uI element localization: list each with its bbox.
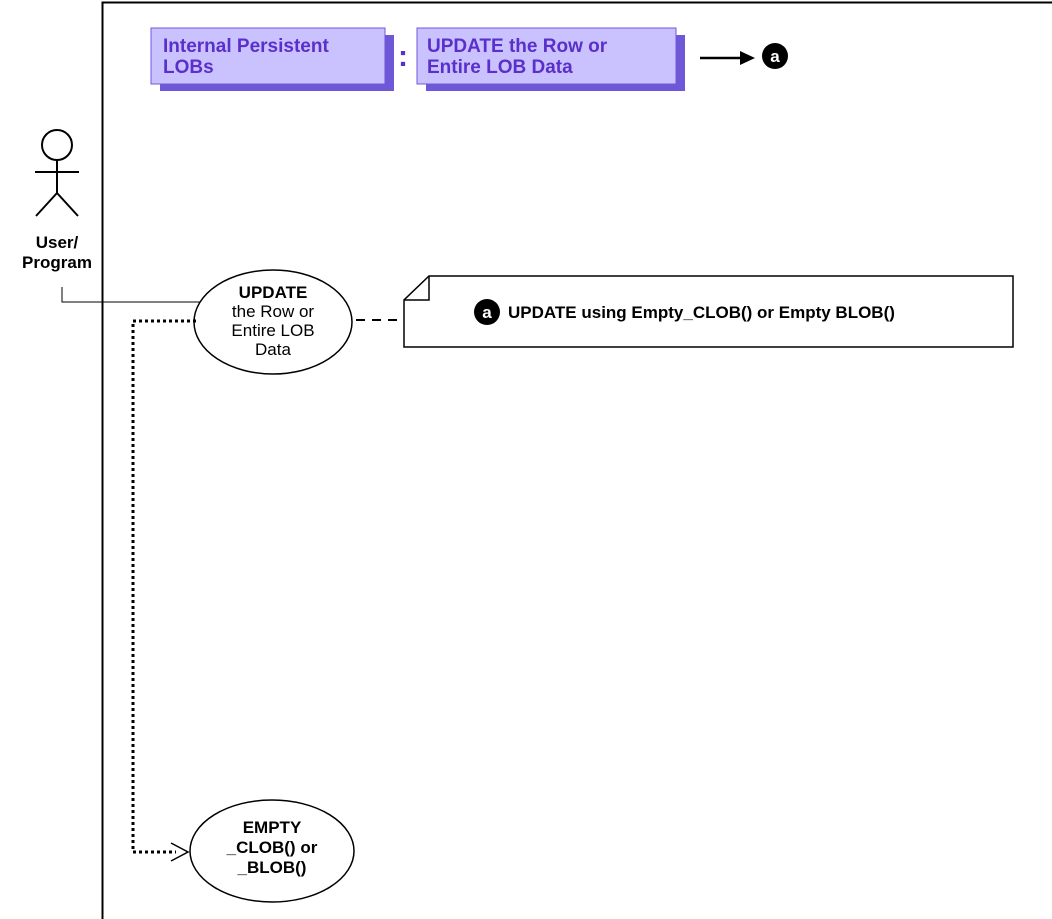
header-box2-line1: UPDATE the Row or xyxy=(427,36,608,57)
note-box: a UPDATE using Empty_CLOB() or Empty BLO… xyxy=(403,275,1014,348)
diagram-frame xyxy=(101,1,1052,919)
actor-stick-figure-icon xyxy=(35,129,79,217)
note-marker-a-icon: a xyxy=(474,299,500,325)
note-text: UPDATE using Empty_CLOB() or Empty BLOB(… xyxy=(508,303,895,322)
usecase-update-line3: Entire LOB xyxy=(231,321,314,340)
header-box-update-row: UPDATE the Row or Entire LOB Data xyxy=(416,27,685,91)
usecase-update-line2: the Row or xyxy=(232,302,315,321)
header-box2-line2: Entire LOB Data xyxy=(427,57,573,78)
usecase-empty-line3: _BLOB() xyxy=(237,858,307,877)
usecase-empty-line1: EMPTY xyxy=(243,818,302,837)
actor-label-line2: Program xyxy=(22,253,92,272)
extend-arrowhead xyxy=(170,842,190,862)
extend-dotted-path xyxy=(131,319,196,854)
actor-label-line1: User/ xyxy=(36,233,79,252)
actor-association-line xyxy=(61,287,200,303)
header-separator: : xyxy=(398,40,408,73)
usecase-update-line1: UPDATE xyxy=(239,283,308,302)
header-marker-a-icon: a xyxy=(762,43,788,69)
header-arrow xyxy=(700,51,755,65)
svg-text:a: a xyxy=(770,47,780,66)
header-box1-line1: Internal Persistent xyxy=(163,36,329,57)
usecase-update-line4: Data xyxy=(255,340,291,359)
usecase-update: UPDATE the Row or Entire LOB Data xyxy=(193,269,353,375)
header-box-internal-persistent-lobs: Internal Persistent LOBs xyxy=(150,27,394,91)
svg-text:a: a xyxy=(482,303,492,322)
usecase-empty-clob-blob: EMPTY _CLOB() or _BLOB() xyxy=(189,799,355,903)
usecase-empty-line2: _CLOB() or xyxy=(226,838,318,857)
header-box1-line2: LOBs xyxy=(163,57,214,78)
